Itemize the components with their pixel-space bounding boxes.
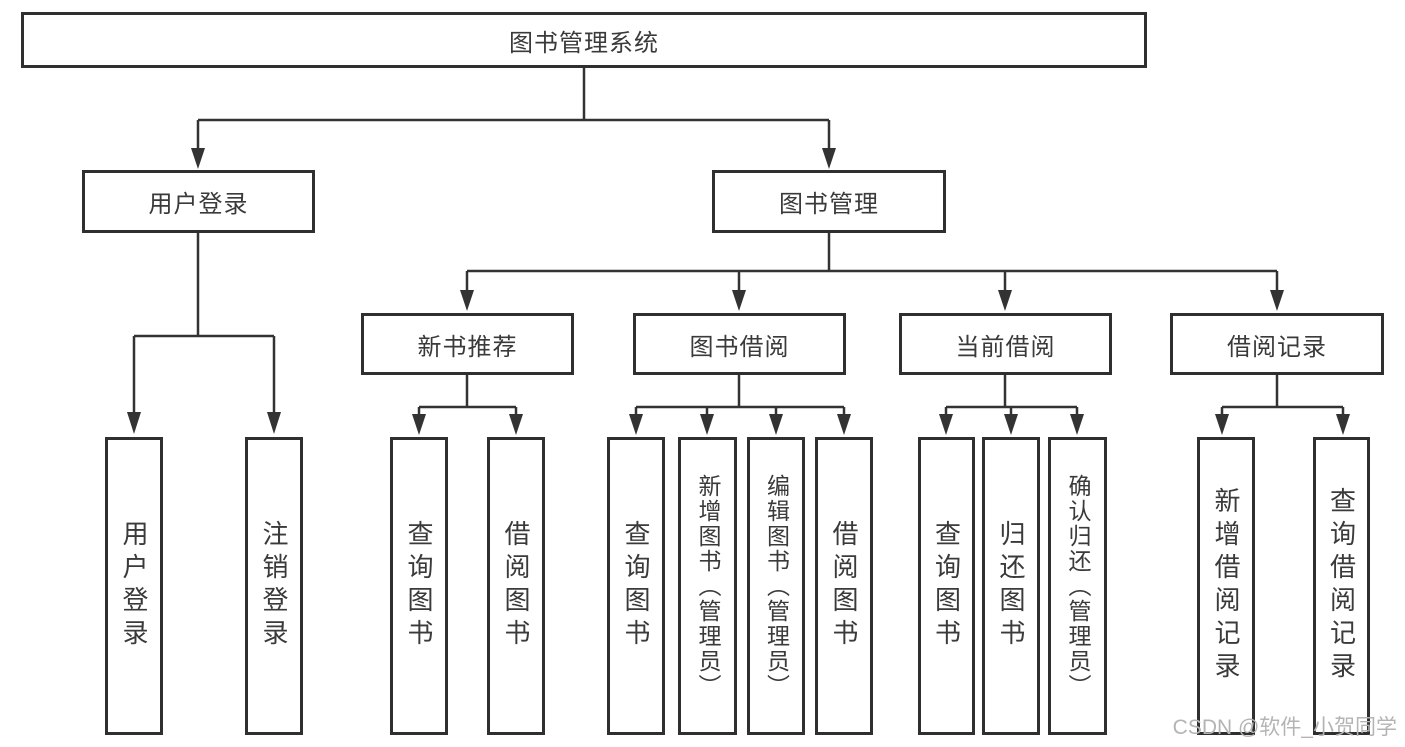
node-borrowing-records-label: 借阅记录: [1227, 333, 1327, 361]
leaf-query-books-borrowing: 查询图书: [607, 437, 665, 735]
leaf-edit-books-admin-label: 编辑图书（管理员）: [763, 473, 790, 699]
node-root-system: 图书管理系统: [21, 12, 1147, 68]
leaf-logout-label: 注销登录: [259, 520, 289, 652]
leaf-user-login: 用户登录: [105, 437, 163, 735]
leaf-query-books-borrowing-label: 查询图书: [621, 520, 651, 652]
leaf-confirm-return-admin-label: 确认归还（管理员）: [1065, 473, 1091, 699]
leaf-query-borrow-record-label: 查询借阅记录: [1326, 487, 1357, 685]
node-book-borrowing-label: 图书借阅: [689, 333, 790, 361]
leaf-user-login-label: 用户登录: [119, 520, 149, 652]
leaf-add-borrow-record: 新增借阅记录: [1197, 437, 1255, 735]
node-book-management-label: 图书管理: [779, 191, 879, 218]
node-root-label: 图书管理系统: [509, 29, 659, 57]
leaf-query-borrow-record: 查询借阅记录: [1313, 437, 1370, 735]
node-new-book-recommend-label: 新书推荐: [417, 333, 518, 361]
node-current-borrowing: 当前借阅: [899, 313, 1112, 375]
node-book-borrowing: 图书借阅: [633, 313, 846, 375]
leaf-add-borrow-record-label: 新增借阅记录: [1211, 487, 1241, 685]
leaf-query-books-current: 查询图书: [918, 437, 975, 735]
node-current-borrowing-label: 当前借阅: [955, 333, 1056, 361]
leaf-add-books-admin: 新增图书（管理员）: [678, 437, 737, 735]
leaf-borrow-books-recommend: 借阅图书: [487, 437, 545, 735]
node-new-book-recommend: 新书推荐: [361, 313, 574, 375]
node-user-login-group: 用户登录: [82, 170, 315, 233]
leaf-borrow-books-recommend-label: 借阅图书: [501, 520, 531, 652]
leaf-return-books: 归还图书: [982, 437, 1040, 735]
leaf-confirm-return-admin: 确认归还（管理员）: [1048, 437, 1107, 735]
leaf-return-books-label: 归还图书: [996, 520, 1026, 652]
node-book-management: 图书管理: [712, 170, 946, 233]
arrowheads: [127, 148, 1350, 435]
leaf-edit-books-admin: 编辑图书（管理员）: [747, 437, 805, 735]
node-user-login-group-label: 用户登录: [148, 191, 249, 218]
leaf-add-books-admin-label: 新增图书（管理员）: [695, 473, 721, 699]
leaf-query-books-recommend: 查询图书: [390, 437, 448, 735]
leaf-query-books-current-label: 查询图书: [931, 520, 962, 652]
node-borrowing-records: 借阅记录: [1170, 313, 1384, 375]
leaf-query-books-recommend-label: 查询图书: [404, 520, 434, 652]
leaf-borrow-books: 借阅图书: [815, 437, 873, 735]
leaf-borrow-books-label: 借阅图书: [829, 520, 859, 652]
leaf-logout: 注销登录: [245, 437, 303, 735]
csdn-watermark: CSDN @软件_小贺同学: [1172, 716, 1397, 739]
